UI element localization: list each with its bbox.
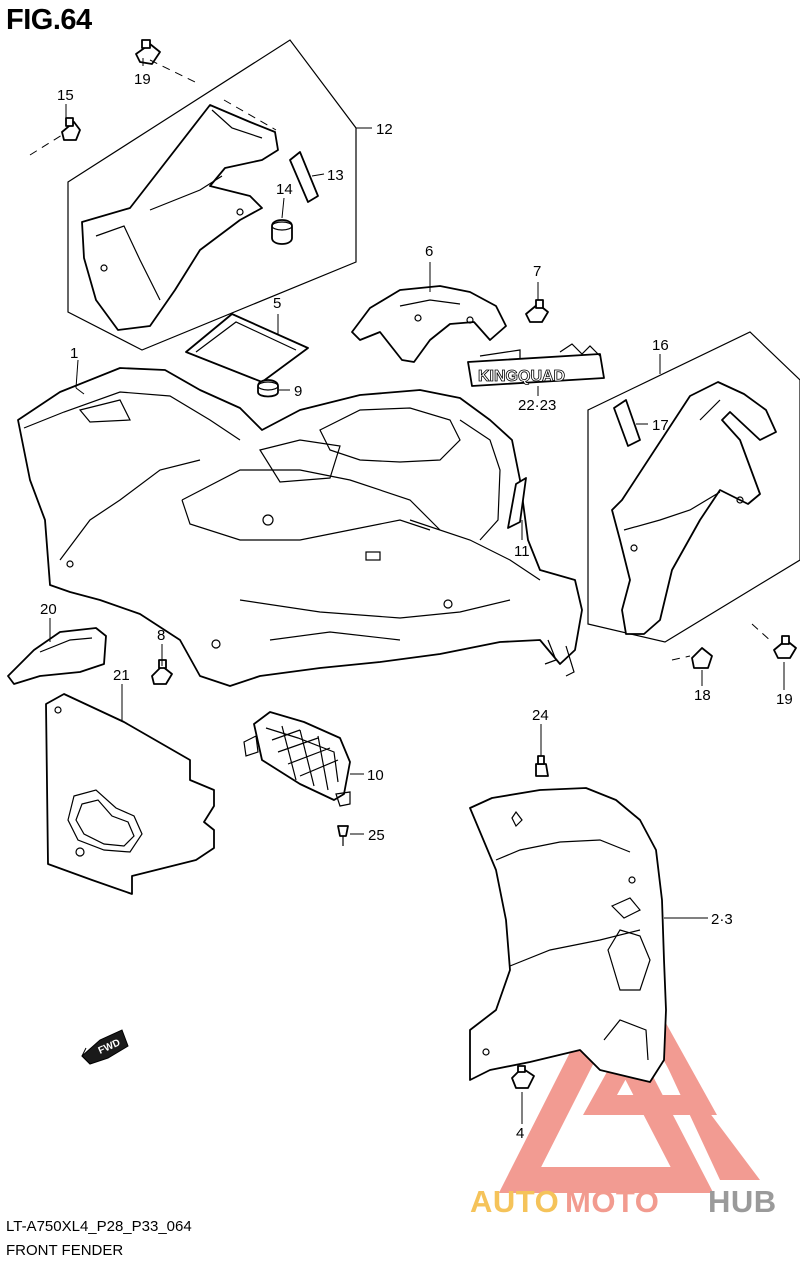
callout-labels: 1 2·3 4 5 6 7 8 9 10 11 12 13 14 15 16 1… [40,71,793,1142]
callout-12: 12 [376,121,393,138]
kingquad-emblem: KINGQUAD [467,343,605,387]
callout-15: 15 [57,87,74,104]
part-19-bolt-top [135,39,161,65]
part-21-shield [45,693,215,895]
part-13-pad [289,151,319,203]
watermark-brand: AUTO MOTO HUB [470,1184,777,1219]
part-10-grille [243,711,351,807]
part-9-grommet [257,379,279,398]
part-1-front-fender [17,367,583,687]
kingquad-text: KINGQUAD [478,368,565,385]
brand-moto: MOTO [565,1184,659,1219]
callout-19-top: 19 [134,71,151,88]
callout-13: 13 [327,167,344,184]
kit-box-16 [587,331,800,643]
fwd-arrow-icon: FWD [81,1029,129,1065]
callout-16: 16 [652,337,669,354]
part-5-panel [185,313,309,383]
diagram-code: LT-A750XL4_P28_P33_064 [6,1218,192,1235]
part-24-screw [535,755,549,777]
callout-7: 7 [533,263,541,280]
callout-14: 14 [276,181,293,198]
part-19-bolt-right [773,635,797,659]
part-16-side-panel [611,381,777,635]
brand-auto: AUTO [470,1184,559,1219]
callout-19-right: 19 [776,691,793,708]
part-15-clip [61,117,81,141]
callout-6: 6 [425,243,433,260]
callout-1: 1 [70,345,78,362]
part-20-bracket [7,627,107,685]
callout-5: 5 [273,295,281,312]
part-12-side-panel [81,104,279,331]
part-25-screw [337,825,349,846]
callout-8: 8 [157,627,165,644]
callout-4: 4 [516,1125,524,1142]
part-2-3-inner-fender [469,787,667,1083]
callout-11: 11 [514,543,530,560]
callout-22-23: 22·23 [518,397,556,414]
figure-title: FIG.64 [6,4,92,36]
part-6-cover [351,285,507,363]
callout-20: 20 [40,601,57,618]
callout-24: 24 [532,707,549,724]
part-18-clip [691,647,713,669]
part-7-bolt [525,299,549,323]
part-14-grommet [271,219,293,245]
callout-21: 21 [113,667,130,684]
callout-10: 10 [367,767,384,784]
kit-box-12 [67,39,357,351]
diagram-caption: FRONT FENDER [6,1242,124,1259]
brand-hub: HUB [708,1184,777,1219]
callout-2-3: 2·3 [711,911,733,928]
callout-17: 17 [652,417,669,434]
leader-lines [49,58,785,1124]
callout-25: 25 [368,827,385,844]
callout-9: 9 [294,383,302,400]
part-17-pad [613,399,641,447]
part-11-pad [507,477,527,529]
part-4-clip [511,1065,535,1089]
callout-18: 18 [694,687,711,704]
